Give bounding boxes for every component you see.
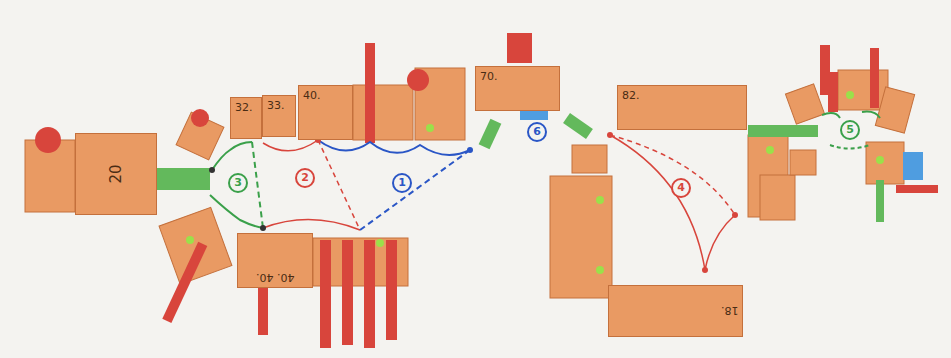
room-block: 32. xyxy=(230,97,262,139)
area-number: 4 xyxy=(677,181,685,194)
area-number: 2 xyxy=(301,171,309,184)
block-number: 32. xyxy=(235,101,253,114)
room-block: 20 xyxy=(75,133,157,215)
block-number: 70. xyxy=(480,70,498,83)
room-block: 40. 40. xyxy=(237,233,313,288)
number-circle: 6 xyxy=(527,122,547,142)
area-number: 1 xyxy=(398,176,406,189)
room-block: 70. xyxy=(475,66,560,111)
number-circle: 4 xyxy=(671,178,691,198)
block-number: 40. xyxy=(303,89,321,102)
number-circle: 1 xyxy=(392,173,412,193)
block-number: 20 xyxy=(107,164,125,183)
area-number: 6 xyxy=(533,125,541,138)
number-circle: 5 xyxy=(840,120,860,140)
block-number: 33. xyxy=(267,99,285,112)
room-block: 40. xyxy=(298,85,353,140)
block-number: 40. 40. xyxy=(256,271,294,284)
room-block: 82. xyxy=(617,85,747,130)
number-circle: 3 xyxy=(228,173,248,193)
area-number: 3 xyxy=(234,176,242,189)
block-number: 82. xyxy=(622,89,640,102)
room-block: 33. xyxy=(262,95,296,137)
room-block: 18. xyxy=(608,285,743,337)
block-number: 18. xyxy=(721,304,739,317)
number-circle: 2 xyxy=(295,168,315,188)
area-number: 5 xyxy=(846,123,854,136)
